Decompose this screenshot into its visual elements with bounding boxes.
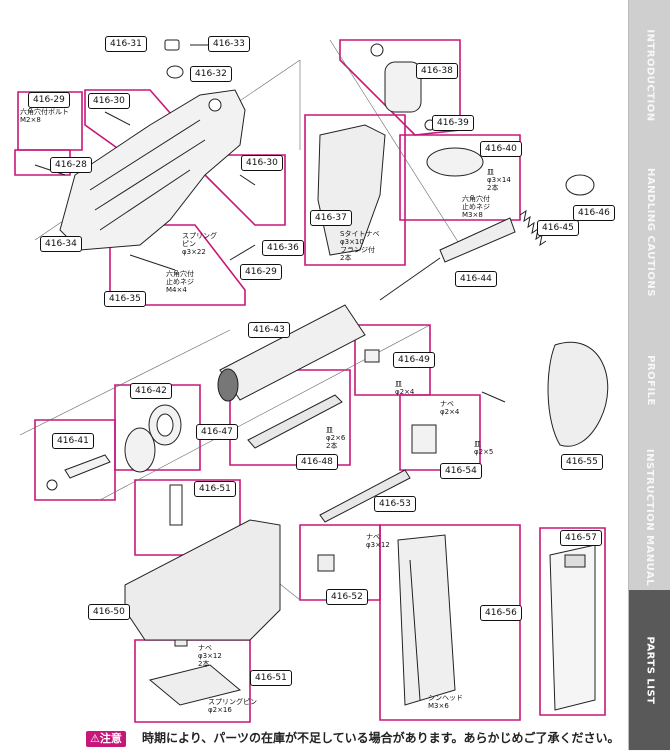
label-416-29b: 416-29 [240, 264, 282, 280]
note-416-49: 皿 φ2×4 [395, 380, 415, 396]
note-416-40a: 皿 φ3×14 2本 [487, 168, 511, 192]
frame-416-41 [34, 419, 116, 501]
label-416-34: 416-34 [40, 236, 82, 252]
frame-416-28 [14, 149, 71, 176]
stock-warning-text: 時期により、パーツの在庫が不足している場合があります。あらかじめご了承ください。 [142, 731, 620, 745]
label-416-51b: 416-51 [250, 670, 292, 686]
parts-list-page: 416-31 416-33 416-32 416-29 416-30 416-2… [14, 36, 620, 747]
note-416-35a: スプリング ピン φ3×22 [182, 232, 217, 256]
tab-introduction[interactable]: INTRODUCTION [629, 0, 670, 151]
tab-profile-label: PROFILE [644, 354, 656, 406]
frame-416-40 [399, 134, 521, 221]
label-416-33: 416-33 [208, 36, 250, 52]
label-416-44: 416-44 [455, 271, 497, 287]
tab-parts-list-label: PARTS LIST [644, 635, 656, 705]
exploded-parts-diagram [14, 39, 609, 723]
label-416-47: 416-47 [196, 424, 238, 440]
label-416-37: 416-37 [310, 210, 352, 226]
tab-profile[interactable]: PROFILE [629, 315, 670, 446]
note-416-40b: 六角穴付 止めネジ M3×8 [462, 195, 490, 219]
label-416-46: 416-46 [573, 205, 615, 221]
label-416-45: 416-45 [537, 220, 579, 236]
label-416-38: 416-38 [416, 63, 458, 79]
label-416-29: 416-29 [28, 92, 70, 108]
note-416-29: 六角穴付ボルト M2×8 [20, 108, 69, 124]
note-416-54b: 皿 φ2×5 [474, 440, 494, 456]
frame-416-37 [304, 114, 406, 266]
label-416-52: 416-52 [326, 589, 368, 605]
label-416-54: 416-54 [440, 463, 482, 479]
lower-receiver-shape [59, 89, 246, 251]
tab-parts-list[interactable]: PARTS LIST [629, 590, 670, 751]
warning-badge: ⚠注意 [86, 731, 126, 747]
tab-instruction-manual[interactable]: INSTRUCTION MANUAL [629, 445, 670, 591]
label-416-31: 416-31 [105, 36, 147, 52]
note-416-56: シンヘッド M3×6 [428, 694, 463, 710]
tab-handling-cautions[interactable]: HANDLING CAUTIONS [629, 150, 670, 316]
note-416-37: Sタイトナベ φ3×10 フランジ付 2本 [340, 230, 380, 262]
label-416-35: 416-35 [104, 291, 146, 307]
label-416-55: 416-55 [561, 454, 603, 470]
label-416-40: 416-40 [480, 141, 522, 157]
frame-416-57 [539, 527, 606, 716]
label-416-30b: 416-30 [241, 155, 283, 171]
label-416-28: 416-28 [50, 157, 92, 173]
tab-instruction-manual-label: INSTRUCTION MANUAL [644, 448, 656, 587]
buttplate-shape [547, 341, 609, 447]
label-416-49: 416-49 [393, 352, 435, 368]
label-416-39: 416-39 [432, 115, 474, 131]
frame-416-56 [379, 524, 521, 721]
note-416-52: ナベ φ3×12 [366, 533, 390, 549]
label-416-43: 416-43 [248, 322, 290, 338]
label-416-53: 416-53 [374, 496, 416, 512]
note-416-51: ナベ φ3×12 2本 [198, 644, 222, 668]
note-416-51b: スプリングピン φ2×16 [208, 698, 257, 714]
label-416-56: 416-56 [480, 605, 522, 621]
label-416-50: 416-50 [88, 604, 130, 620]
note-416-48: 皿 φ2×6 2本 [326, 426, 346, 450]
section-sidebar: INTRODUCTION HANDLING CAUTIONS PROFILE I… [628, 0, 670, 751]
stock-shape [124, 519, 281, 641]
label-416-36: 416-36 [262, 240, 304, 256]
note-416-54a: ナベ φ2×4 [440, 400, 460, 416]
label-416-41: 416-41 [52, 433, 94, 449]
spring-shape [519, 209, 547, 247]
note-416-35b: 六角穴付 止めネジ M4×4 [166, 270, 194, 294]
label-416-57: 416-57 [560, 530, 602, 546]
label-416-30: 416-30 [88, 93, 130, 109]
frame-416-38 [339, 39, 461, 136]
label-416-42: 416-42 [130, 383, 172, 399]
label-416-51: 416-51 [194, 481, 236, 497]
tab-handling-cautions-label: HANDLING CAUTIONS [644, 168, 656, 297]
label-416-48: 416-48 [296, 454, 338, 470]
label-416-32: 416-32 [190, 66, 232, 82]
tab-introduction-label: INTRODUCTION [644, 28, 656, 122]
